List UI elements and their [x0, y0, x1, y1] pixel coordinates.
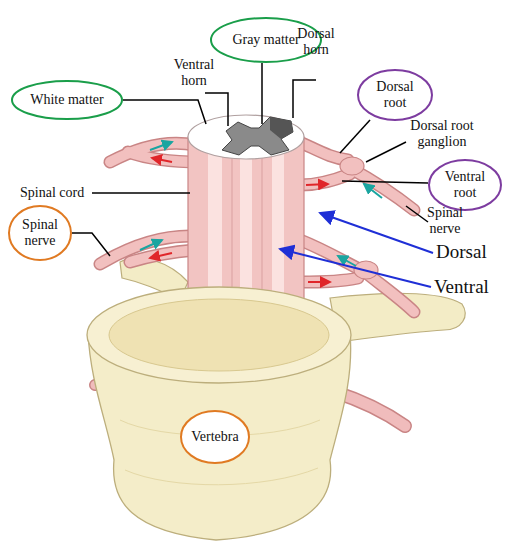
nerve-root: [300, 240, 414, 312]
nerve-root: [350, 168, 414, 210]
leader-line: [92, 192, 190, 194]
ellipse-shape: [358, 70, 432, 120]
bone-texture: [125, 468, 318, 485]
ellipse-shape: [12, 81, 122, 119]
sensory-arrow: [140, 240, 162, 250]
motor-arrow: [308, 281, 330, 283]
node-text: White matter: [30, 92, 103, 108]
ellipse-shape: [181, 411, 249, 463]
direction-arrow: [280, 249, 431, 287]
part-label: Spinal cord: [20, 185, 84, 201]
label-ellipse: Dorsal root: [357, 69, 433, 121]
direction-arrow: [320, 213, 433, 253]
spinal-cord-body: [188, 137, 304, 305]
leader-line: [261, 63, 263, 124]
part-label: Ventral: [434, 276, 489, 297]
nerve-root: [350, 168, 414, 210]
node-text: Ventral root: [440, 169, 490, 201]
leader-line: [293, 80, 316, 118]
leader-line: [342, 181, 428, 183]
cord-column-highlight: [272, 152, 284, 302]
node-text: Vertebra: [191, 429, 238, 445]
node-text: Dorsal root: [370, 79, 420, 111]
cord-fissure: [262, 158, 263, 302]
label-ellipse: Ventral root: [428, 159, 502, 211]
nerve-root: [300, 278, 358, 282]
sensory-arrow: [364, 184, 382, 198]
part-label: Dorsal: [436, 241, 487, 262]
nerve-root: [300, 278, 358, 282]
nerve-root: [130, 250, 195, 262]
node-text: Gray matter: [232, 32, 299, 48]
root-ganglion: [340, 157, 364, 175]
vertebra-top-surface: [87, 287, 351, 383]
vertebra-cancellous-bone: [109, 299, 329, 371]
leader-line: [340, 120, 370, 153]
leader-line: [123, 100, 206, 124]
part-label: Dorsal root ganglion: [396, 118, 488, 150]
dorsal-horn-shade: [270, 117, 293, 139]
leader-line: [366, 142, 406, 162]
motor-arrow: [152, 158, 172, 162]
part-label: Ventral horn: [163, 57, 225, 89]
part-label: Dorsal horn: [288, 26, 344, 58]
cord-column-highlight: [208, 152, 222, 302]
cord-fissure: [232, 158, 233, 302]
sensory-arrow: [150, 142, 172, 150]
motor-arrow: [150, 253, 172, 258]
ellipse-shape: [9, 206, 71, 260]
label-ellipse: Spinal nerve: [8, 205, 72, 261]
part-label: Spinal nerve: [418, 205, 472, 237]
leader-line: [406, 206, 428, 222]
leader-line: [72, 233, 110, 256]
gray-matter-section: [222, 117, 293, 155]
ellipse-shape: [429, 160, 501, 210]
nerve-root: [300, 240, 414, 312]
nerve-root: [300, 174, 350, 185]
nerve-root: [130, 250, 195, 262]
leader-line: [205, 93, 228, 126]
node-text: Spinal nerve: [17, 217, 63, 249]
label-ellipse: Vertebra: [180, 410, 250, 464]
nerve-root: [300, 174, 350, 185]
cord-column-highlight: [240, 156, 252, 302]
motor-arrow: [306, 184, 328, 185]
label-ellipse: White matter: [11, 80, 123, 120]
